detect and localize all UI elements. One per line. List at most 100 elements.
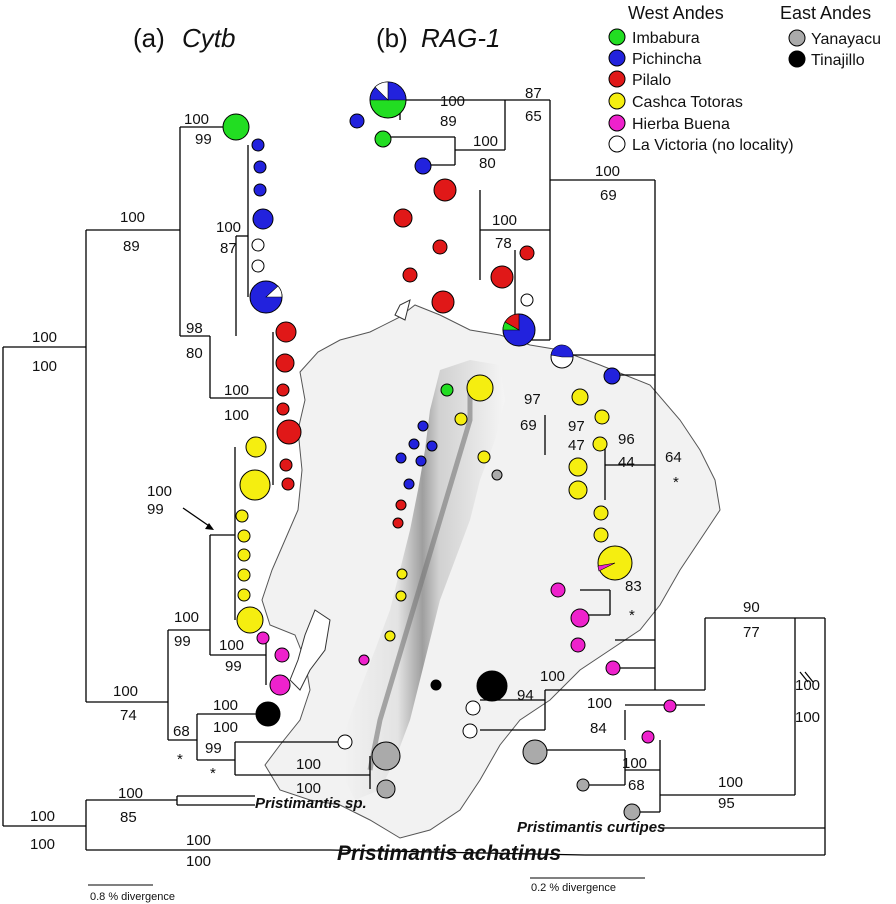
support-top: 100 <box>440 93 465 110</box>
rag1-tip <box>603 367 621 385</box>
support-top: 100 <box>795 677 820 694</box>
rag1-tip <box>402 267 418 283</box>
support-top: 100 <box>224 382 249 399</box>
legend-label: Pilalo <box>632 72 671 89</box>
cytb-tip <box>237 568 251 582</box>
legend-swatch-pichincha <box>608 49 626 67</box>
map-dot-pichincha <box>415 455 427 467</box>
support-bottom: 85 <box>120 809 137 826</box>
support-top: 94 <box>517 687 534 704</box>
support-bottom: 99 <box>225 658 242 675</box>
support-top: 90 <box>743 599 760 616</box>
support-bottom: 87 <box>220 240 237 257</box>
legend-swatch-lavictoria <box>608 135 626 153</box>
support-bottom: 68 <box>628 777 645 794</box>
legend-label: Tinajillo <box>811 52 865 69</box>
cytb-tip <box>237 588 251 602</box>
cytb-tip <box>252 208 274 230</box>
map-dot-cashca <box>466 374 494 402</box>
rag1-tip <box>519 245 535 261</box>
cytb-tip <box>281 477 295 491</box>
panel-a-gene: Cytb <box>182 23 235 53</box>
legend-swatch-hierba <box>608 114 626 132</box>
rag1-tip <box>592 436 608 452</box>
rag1-tip <box>393 208 413 228</box>
cytb-tip <box>276 383 290 397</box>
legend: West Andes East Andes Imbabura Pichincha… <box>608 3 881 154</box>
map-dot-cashca <box>477 450 491 464</box>
support-bottom: 74 <box>120 707 137 724</box>
support-bottom: 100 <box>186 853 211 870</box>
legend-label: Cashca Totoras <box>632 94 743 111</box>
support-bottom: 99 <box>195 131 212 148</box>
species-label-curtipes: Pristimantis curtipes <box>517 819 665 836</box>
cytb-tip <box>253 183 267 197</box>
rag1-tip-blue-slice <box>550 344 574 358</box>
support-bottom: 69 <box>520 417 537 434</box>
rag1-tip <box>576 778 590 792</box>
cytb-tip <box>245 436 267 458</box>
legend-east-title: East Andes <box>780 3 871 23</box>
cytb-tip-white-slice <box>265 285 283 298</box>
cytb-tip <box>269 674 291 696</box>
support-top: 98 <box>186 320 203 337</box>
cytb-tree <box>2 113 586 856</box>
support-top: 100 <box>186 832 211 849</box>
support-top: 100 <box>184 111 209 128</box>
support-bottom: 100 <box>213 719 238 736</box>
rag1-tip <box>570 637 586 653</box>
cytb-tip <box>276 402 290 416</box>
legend-label: Imbabura <box>632 30 700 47</box>
support-top: 100 <box>120 209 145 226</box>
support-top: 87 <box>525 85 542 102</box>
map-dot-pilalo <box>392 517 404 529</box>
support-bottom: 100 <box>30 836 55 853</box>
map-dot-imbabura <box>440 383 454 397</box>
support-top: 100 <box>113 683 138 700</box>
cytb-support-values: 100 99 100 89 100 87 100 100 98 80 100 1… <box>30 111 321 870</box>
rag1-tip <box>432 239 448 255</box>
support-top: 64 <box>665 449 682 466</box>
scale-bar-rag1: 0.2 % divergence <box>530 877 645 894</box>
rag1-tip <box>465 700 481 716</box>
rag1-tip <box>594 409 610 425</box>
cytb-tip <box>251 259 265 273</box>
rag1-tip <box>568 457 588 477</box>
support-top: 100 <box>540 668 565 685</box>
support-top: 97 <box>524 391 541 408</box>
map-dot-pichincha <box>403 478 415 490</box>
support-bottom: * <box>210 765 216 782</box>
support-top: 100 <box>595 163 620 180</box>
rag1-tip <box>570 608 590 628</box>
map-dot-cashca <box>395 590 407 602</box>
legend-swatch-imbabura <box>608 28 626 46</box>
support-top: 100 <box>296 756 321 773</box>
rag1-tip <box>571 388 589 406</box>
support-top: 96 <box>618 431 635 448</box>
rag1-tip <box>623 803 641 821</box>
support-top: 100 <box>622 755 647 772</box>
rag1-tip <box>605 660 621 676</box>
scale-bar-cytb: 0.8 % divergence <box>88 884 175 903</box>
rag1-tree <box>349 81 826 856</box>
support-bottom: 99 <box>147 501 164 518</box>
map-dot-pichincha <box>395 452 407 464</box>
map-dot-yanayacu <box>491 469 503 481</box>
rag1-tip <box>550 582 566 598</box>
legend-label: Hierba Buena <box>632 116 730 133</box>
support-top: 100 <box>587 695 612 712</box>
rag1-tip <box>593 527 609 543</box>
map-dot-hierba <box>358 654 370 666</box>
support-bottom: 99 <box>174 633 191 650</box>
support-top: 100 <box>492 212 517 229</box>
support-top: 100 <box>147 483 172 500</box>
support-bottom: * <box>629 607 635 624</box>
support-top: 100 <box>174 609 199 626</box>
support-top: 100 <box>118 785 143 802</box>
support-top: 100 <box>30 808 55 825</box>
map-gulf-islands <box>289 609 331 691</box>
map-localities <box>358 374 503 691</box>
panel-a-label: (a) <box>133 23 165 53</box>
rag1-tip-green-slice <box>502 321 521 331</box>
rag1-tip <box>433 178 457 202</box>
